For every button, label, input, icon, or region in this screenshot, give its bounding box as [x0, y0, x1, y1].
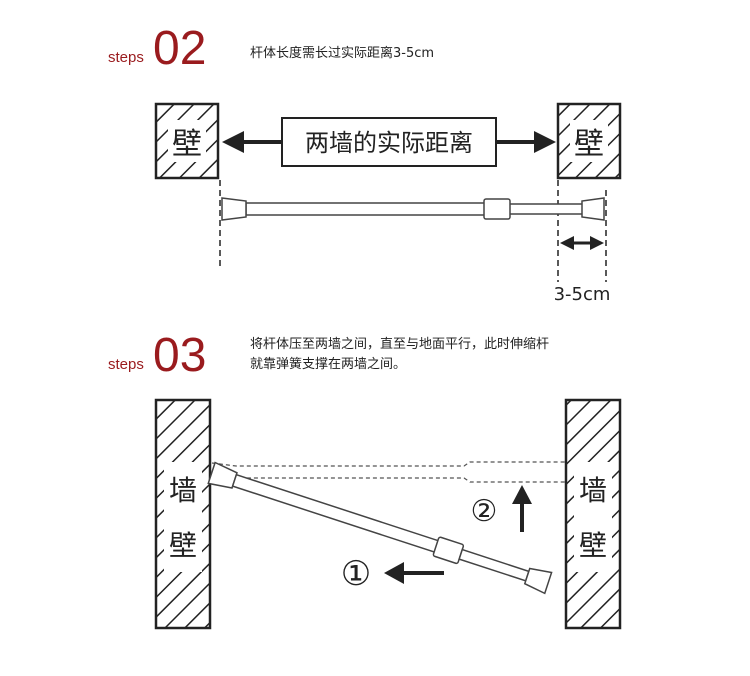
step3-wall-left: 墙 壁: [154, 398, 212, 630]
step2-extra-length-measure: 3-5cm: [554, 236, 611, 305]
step2-wall-left-label: 壁: [172, 127, 202, 162]
step3-number: 03: [153, 329, 207, 382]
step3-description-line1: 将杆体压至两墙之间，直至与地面平行，此时伸缩杆: [250, 337, 550, 352]
step3-label: steps: [108, 356, 144, 373]
step2-wall-right-label: 壁: [574, 127, 604, 162]
step3-wall-right-bottom-label: 壁: [579, 529, 607, 562]
step3-description-line2: 就靠弹簧支撑在两墙之间。: [250, 357, 407, 372]
arrow-up-icon: [512, 485, 532, 504]
step2-description: 杆体长度需长过实际距离3-5cm: [250, 46, 435, 61]
step3-marker-2: ②: [471, 494, 498, 529]
step2-number: 02: [153, 22, 207, 75]
step3-wall-left-top-label: 墙: [169, 474, 197, 507]
step2-label: steps: [108, 49, 144, 66]
step2-tension-rod: [221, 197, 605, 221]
step3-step2-indicator: ②: [471, 485, 532, 532]
arrow-left-icon: [384, 562, 404, 584]
step2-distance-arrow: 两墙的实际距离: [222, 117, 556, 167]
step3-wall-right-top-label: 墙: [579, 474, 607, 507]
step3-step1-indicator: ①: [341, 554, 444, 594]
step2-distance-label: 两墙的实际距离: [305, 129, 473, 157]
step2-extra-label: 3-5cm: [554, 284, 611, 305]
step3-wall-left-bottom-label: 壁: [169, 529, 197, 562]
step2-wall-left: 壁: [154, 102, 220, 180]
arrow-right-icon: [534, 131, 556, 153]
step3-marker-1: ①: [341, 554, 371, 594]
step3-slanted-rod: [207, 461, 553, 595]
arrow-left-icon: [222, 131, 244, 153]
step3-wall-right: 墙 壁: [564, 398, 622, 630]
step3-target-rod-outline: [211, 461, 566, 483]
step2-wall-right: 壁: [556, 102, 622, 180]
